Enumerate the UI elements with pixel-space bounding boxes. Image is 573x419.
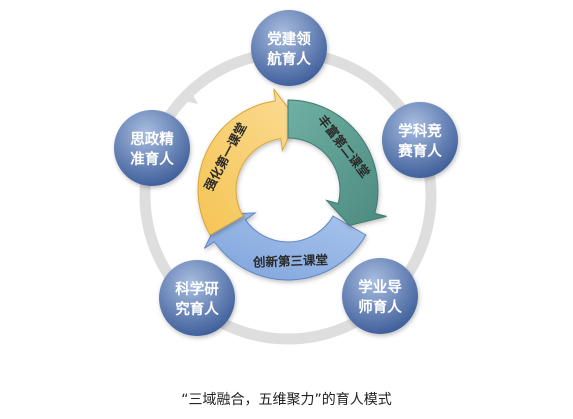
- node-mentor: [342, 258, 418, 334]
- node-competition-label: 赛育人: [397, 142, 442, 160]
- node-research-label: 科学研: [175, 280, 219, 298]
- cycle-arrows: 创新第三课堂强化第一课堂丰富第二课堂: [197, 88, 387, 281]
- node-party-label: 党建领: [267, 30, 311, 48]
- node-research: [159, 260, 235, 336]
- node-ideology: [114, 110, 190, 186]
- arrow-second-classroom: [287, 99, 387, 227]
- node-competition-label: 学科竞: [398, 122, 442, 140]
- node-research-label: 究育人: [175, 300, 219, 318]
- node-ideology-label: 思政精: [130, 130, 174, 148]
- arrow-third-classroom: [203, 212, 367, 281]
- diagram-caption: “三域融合，五维聚力”的育人模式: [181, 392, 392, 408]
- node-party-label: 航育人: [267, 50, 311, 68]
- arrow-third-label: 创新第三课堂: [252, 252, 328, 270]
- education-model-diagram: 创新第三课堂强化第一课堂丰富第二课堂 党建领航育人学科竞赛育人学业导师育人 科学研…: [114, 10, 458, 345]
- node-competition: [382, 102, 458, 178]
- arrow-first-classroom: [197, 88, 298, 236]
- node-mentor-label: 学业导: [358, 278, 402, 296]
- node-mentor-label: 师育人: [358, 298, 402, 316]
- node-ideology-label: 准育人: [130, 150, 174, 168]
- ring-arrowhead: [178, 86, 198, 104]
- node-party: [251, 10, 327, 86]
